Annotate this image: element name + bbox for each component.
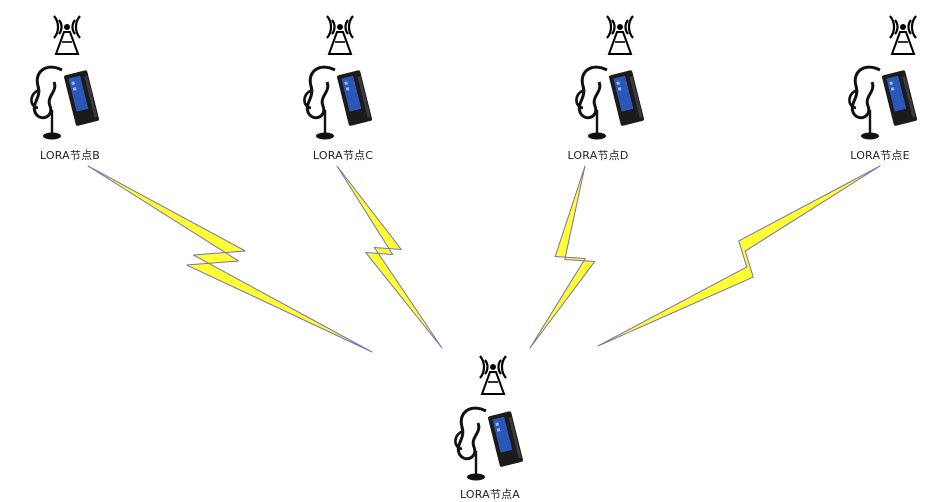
- antenna-tower-icon: [327, 16, 353, 54]
- node-icons: [31, 16, 917, 481]
- lora-device-icon: [576, 67, 644, 139]
- radio-links: [88, 166, 880, 352]
- link-b-a: [88, 166, 372, 352]
- lora-device-icon: [455, 408, 523, 480]
- link-c-a: [337, 166, 442, 348]
- antenna-tower-icon: [480, 356, 506, 394]
- antenna-tower-icon: [890, 16, 916, 54]
- lora-device-icon: [304, 67, 372, 139]
- antenna-tower-icon: [54, 16, 80, 54]
- link-e-a: [598, 166, 880, 346]
- link-d-a: [530, 166, 595, 348]
- node-label-d: LORA节点D: [568, 147, 629, 163]
- node-label-a: LORA节点A: [460, 486, 520, 502]
- antenna-tower-icon: [607, 16, 633, 54]
- lora-device-icon: [849, 67, 917, 139]
- node-label-c: LORA节点C: [313, 147, 373, 163]
- lora-device-icon: [31, 67, 99, 139]
- node-label-e: LORA节点E: [850, 147, 909, 163]
- node-label-b: LORA节点B: [40, 147, 100, 163]
